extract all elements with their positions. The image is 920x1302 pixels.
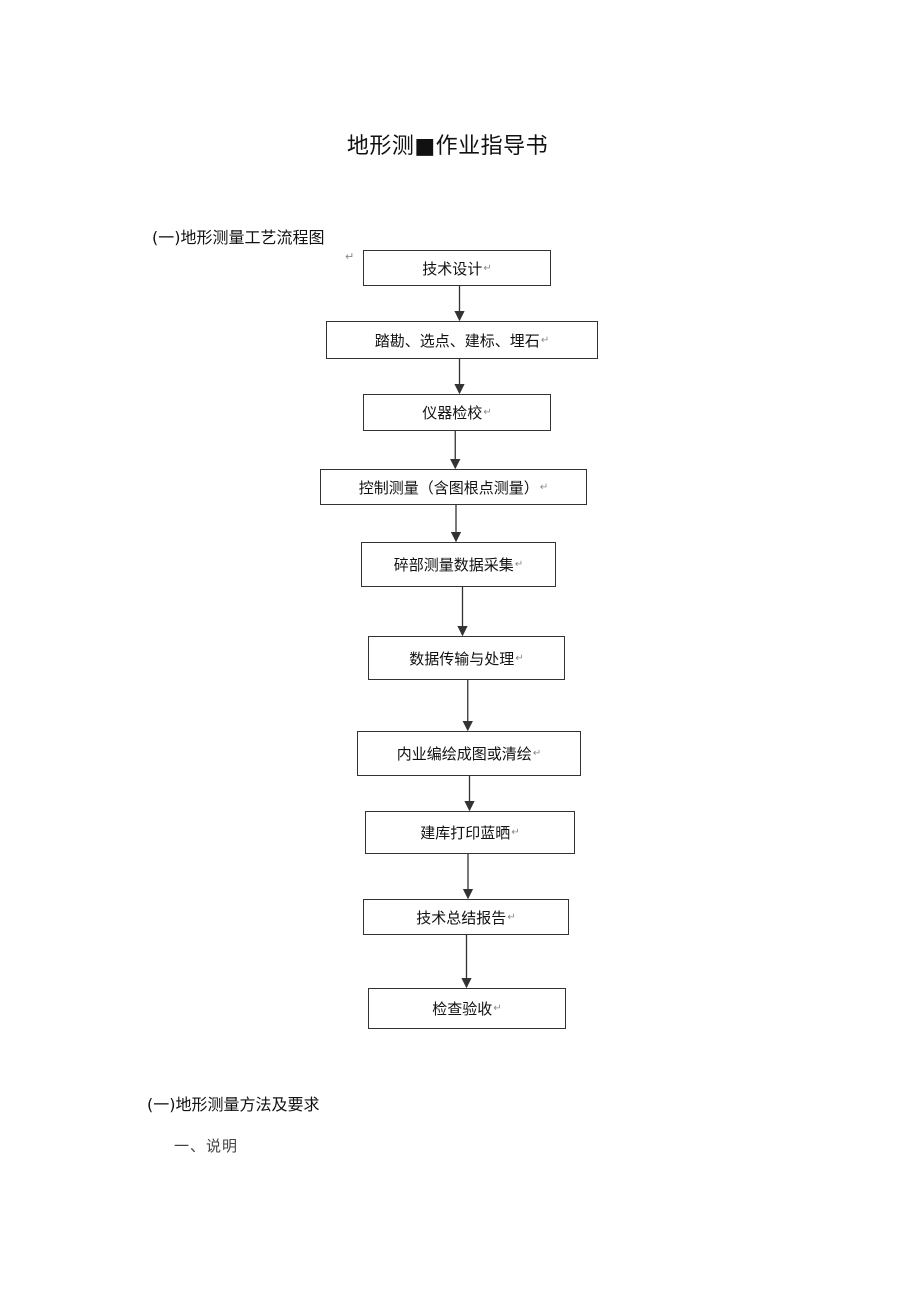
flow-step-label: 检查验收 xyxy=(432,1000,493,1018)
paragraph-mark-icon: ↵ xyxy=(539,481,549,493)
paragraph-mark-icon: ↵ xyxy=(493,1003,502,1014)
paragraph-mark-icon: ↵ xyxy=(345,250,355,263)
flow-step-label: 控制测量（含图根点测量） xyxy=(358,478,539,497)
flow-step-label: 建库打印蓝晒 xyxy=(420,824,511,842)
paragraph-mark-icon: ↵ xyxy=(511,827,520,838)
paragraph-mark-icon: ↵ xyxy=(507,911,516,923)
flow-step-label: 内业编绘成图或清绘 xyxy=(396,745,532,763)
flow-step-office-compilation: 内业编绘成图或清绘↵ xyxy=(357,731,581,776)
paragraph-mark-icon: ↵ xyxy=(514,559,524,570)
flow-step-label: 技术总结报告 xyxy=(416,908,507,927)
paragraph-mark-icon: ↵ xyxy=(540,334,550,346)
flow-step-label: 技术设计 xyxy=(422,259,483,278)
flow-step-label: 踏勘、选点、建标、埋石 xyxy=(374,331,540,350)
flow-step-technical-design: 技术设计↵ xyxy=(363,250,551,286)
flow-step-survey-site-selection: 踏勘、选点、建标、埋石↵ xyxy=(326,321,598,359)
flow-step-inspection-acceptance: 检查验收↵ xyxy=(368,988,566,1029)
flow-step-label: 仪器检校 xyxy=(422,404,483,422)
flow-step-label: 碎部测量数据采集 xyxy=(393,556,514,574)
paragraph-mark-icon: ↵ xyxy=(483,262,492,274)
section-heading-methods-requirements: (一)地形测量方法及要求 xyxy=(147,1095,320,1114)
flow-step-label: 数据传输与处理 xyxy=(409,649,515,668)
flow-step-technical-summary: 技术总结报告↵ xyxy=(363,899,569,935)
flow-step-control-survey: 控制测量（含图根点测量）↵ xyxy=(320,469,587,505)
paragraph-mark-icon: ↵ xyxy=(483,407,492,418)
flow-step-instrument-calibration: 仪器检校↵ xyxy=(363,394,551,431)
flow-step-detail-data-collection: 碎部测量数据采集↵ xyxy=(361,542,556,587)
subheading-explanation: 一、说明 xyxy=(174,1137,239,1155)
flow-step-database-printing: 建库打印蓝晒↵ xyxy=(365,811,575,854)
paragraph-mark-icon: ↵ xyxy=(515,652,524,664)
document-title: 地形测■作业指导书 xyxy=(346,134,549,159)
flow-step-data-transfer-processing: 数据传输与处理↵ xyxy=(368,636,565,680)
section-heading-process-flow: (一)地形测量工艺流程图 xyxy=(152,228,325,247)
paragraph-mark-icon: ↵ xyxy=(532,748,542,759)
